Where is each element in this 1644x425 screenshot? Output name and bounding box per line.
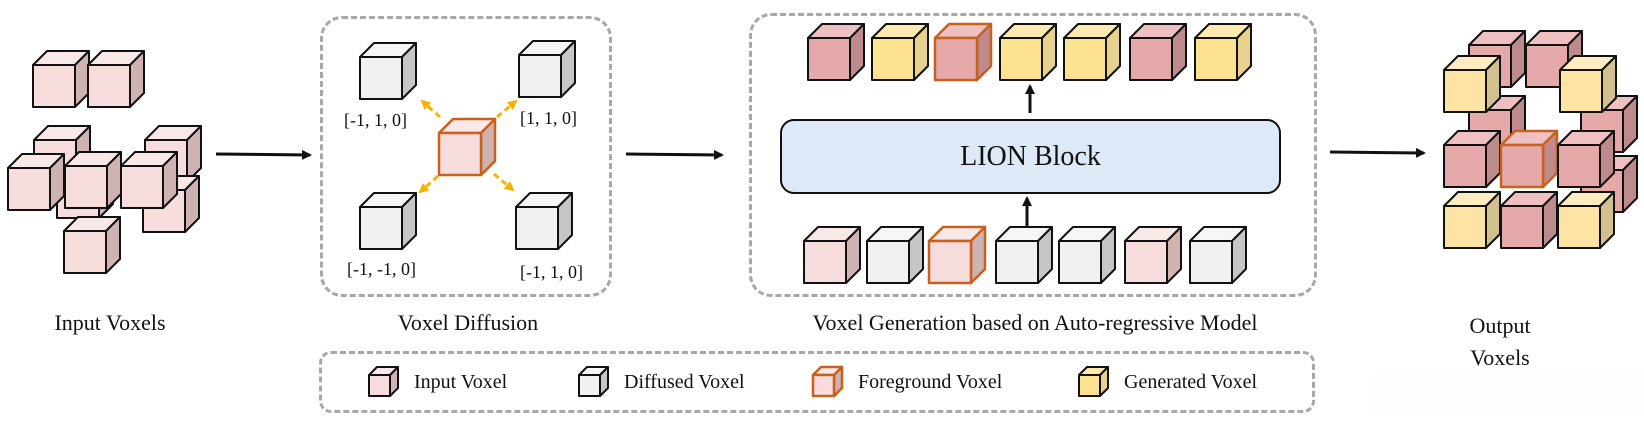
coord-label-top-left: [-1, 1, 0] — [344, 110, 407, 130]
output-voxel-cube — [1443, 130, 1501, 188]
output-voxel-cube — [1499, 129, 1559, 189]
input-sequence-cube — [1189, 226, 1247, 284]
output-voxels-cluster — [1443, 30, 1638, 249]
output-sequence-cube — [807, 23, 865, 81]
diffusion-arrow-up-left — [420, 99, 441, 119]
foreground-voxel-legend-icon — [811, 365, 844, 398]
legend-item-generated-voxel: Generated Voxel — [1076, 354, 1257, 410]
voxel-generation-label: Voxel Generation based on Auto-regressiv… — [812, 310, 1258, 335]
foreground-voxel-cube — [437, 117, 497, 177]
input-sequence-cube — [1124, 226, 1182, 284]
legend-label: Diffused Voxel — [624, 370, 745, 393]
output-voxel-cube — [1500, 191, 1558, 249]
legend: Input Voxel Diffused Voxel Foreground Vo… — [319, 351, 1315, 413]
diffused-voxel-cube — [518, 40, 576, 98]
background-patch — [1370, 375, 1644, 415]
input-voxels-cluster — [7, 50, 202, 274]
arrow-generation-to-output — [1329, 147, 1426, 158]
diffused-voxel-cube — [359, 192, 417, 250]
foreground-legend-cube — [811, 365, 844, 398]
voxel-diffusion-label: Voxel Diffusion — [397, 310, 539, 335]
output-voxel-cube — [1557, 130, 1615, 188]
output-voxel-cube — [1559, 55, 1617, 113]
legend-label: Generated Voxel — [1124, 370, 1258, 393]
input-voxel-cube — [64, 151, 122, 209]
input-voxels-label: Input Voxels — [54, 310, 166, 335]
diffusion-arrow-down-left — [418, 174, 439, 194]
output-voxel-cube — [1525, 30, 1583, 88]
input-voxel-cube — [120, 151, 178, 209]
arrow-diffusion-to-generation — [625, 149, 724, 160]
legend-item-input-voxel: Input Voxel — [366, 354, 507, 410]
legend-item-diffused-voxel: Diffused Voxel — [576, 354, 745, 410]
coord-label-top-right: [1, 1, 0] — [520, 108, 577, 128]
input-sequence-cube — [927, 225, 987, 285]
arrow-input-to-diffusion — [215, 149, 312, 160]
diffused-voxel-cube — [359, 42, 417, 100]
input-voxel-cube — [63, 216, 121, 274]
generated-legend-cube — [1078, 366, 1109, 397]
input-sequence-cube — [995, 226, 1053, 284]
diffused-legend-cube — [578, 366, 609, 397]
legend-item-foreground-voxel: Foreground Voxel — [810, 354, 1002, 410]
output-sequence-cube — [933, 22, 993, 82]
input-sequence-cube — [803, 226, 861, 284]
input-sequence-cube — [1058, 226, 1116, 284]
input-legend-cube — [368, 366, 399, 397]
output-voxels-label-line2: Voxels — [1470, 345, 1530, 370]
output-voxel-cube — [1443, 191, 1501, 249]
diffusion-arrow-down-right — [493, 172, 515, 192]
voxel-diffusion-cubes — [359, 40, 576, 250]
input-voxel-cube — [87, 50, 145, 108]
voxel-generation-cubes — [803, 22, 1252, 285]
generated-voxel-legend-icon — [1078, 366, 1109, 397]
output-voxels-label: Output Voxels — [1440, 310, 1560, 374]
output-voxel-cube — [1557, 191, 1615, 249]
output-voxels-label-line1: Output — [1469, 313, 1531, 338]
input-voxel-cube — [32, 50, 90, 108]
coord-label-bottom-right: [-1, 1, 0] — [520, 262, 583, 282]
diffused-voxel-cube — [515, 192, 573, 250]
diffusion-arrow-up-right — [496, 99, 518, 119]
input-sequence-cube — [866, 226, 924, 284]
input-voxel-cube — [7, 153, 65, 211]
output-sequence-cube — [871, 23, 929, 81]
output-sequence-cube — [1063, 23, 1121, 81]
output-sequence-cube — [1194, 23, 1252, 81]
voxel-generation-panel — [749, 13, 1317, 297]
coord-label-bottom-left: [-1, -1, 0] — [347, 259, 416, 279]
voxel-diffusion-panel — [320, 16, 612, 297]
legend-label: Foreground Voxel — [858, 370, 1003, 393]
lion-block: LION Block — [780, 119, 1281, 194]
lion-block-label: LION Block — [960, 140, 1101, 172]
input-voxel-legend-icon — [368, 366, 399, 397]
diffused-voxel-legend-icon — [578, 366, 609, 397]
legend-label: Input Voxel — [414, 370, 508, 393]
output-sequence-cube — [1129, 23, 1187, 81]
output-sequence-cube — [999, 23, 1057, 81]
output-voxel-cube — [1443, 55, 1501, 113]
